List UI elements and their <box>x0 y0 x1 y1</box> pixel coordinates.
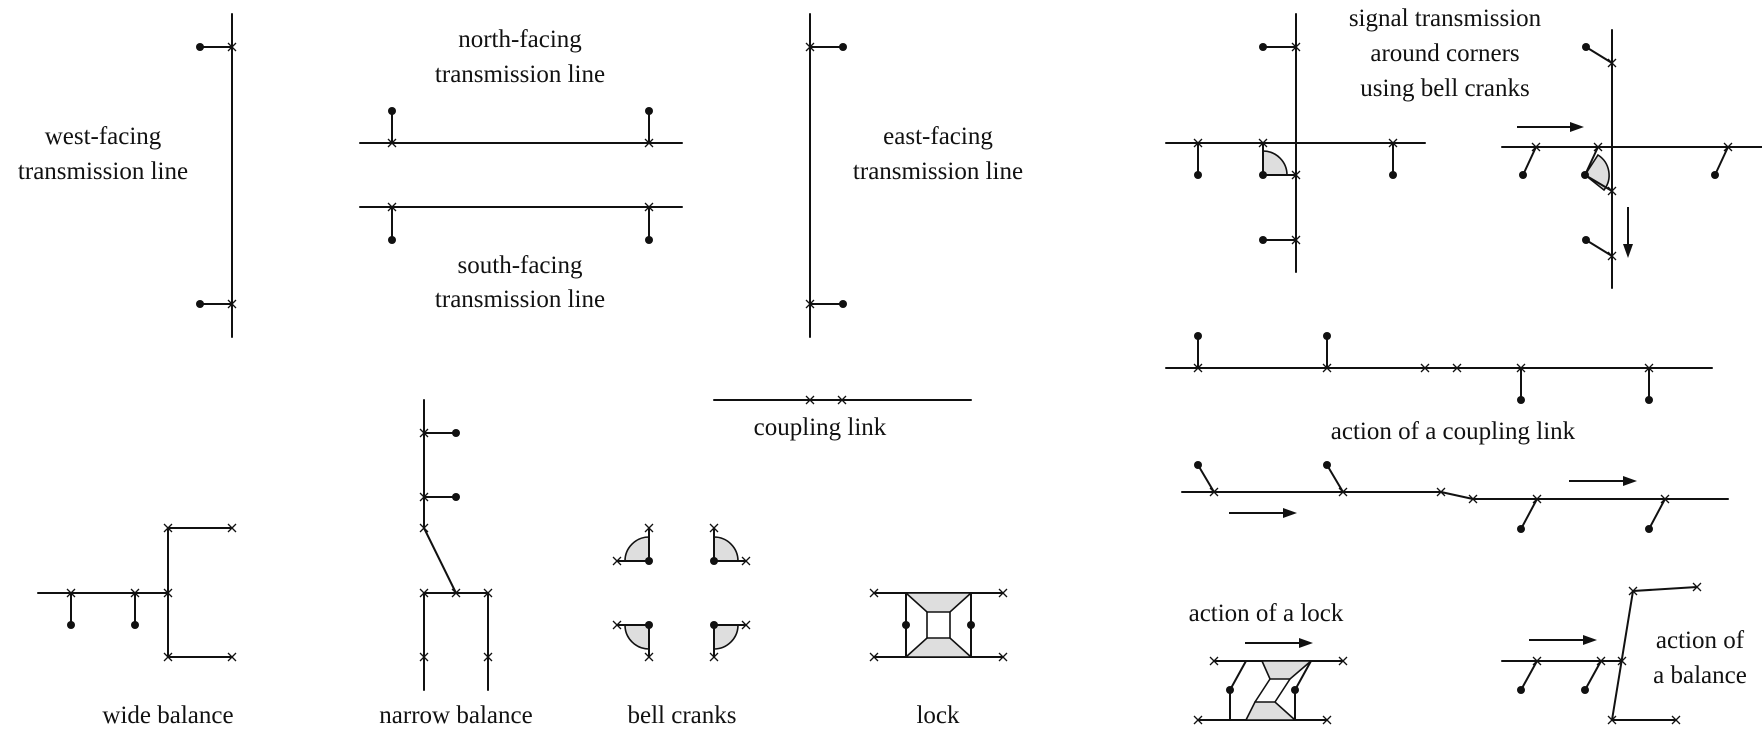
south-facing-transmission-line <box>359 202 683 244</box>
coupling-action-moved <box>1181 461 1729 533</box>
north-facing-label-line2: transmission line <box>435 61 605 88</box>
action-balance-label-line2: a balance <box>1653 662 1747 689</box>
narrow-balance-label: narrow balance <box>379 702 532 729</box>
corner-static <box>1165 13 1426 273</box>
action-balance-label-line1: action of <box>1656 627 1745 654</box>
lock <box>869 588 1008 662</box>
coupling-link-label: coupling link <box>754 414 887 441</box>
east-facing-label: east-facing transmission line <box>853 123 1023 185</box>
coupling-action-static <box>1165 332 1713 404</box>
corners-label: signal transmission around corners using… <box>1349 5 1542 102</box>
south-facing-label-line1: south-facing <box>458 252 583 279</box>
corner-moved <box>1501 29 1762 289</box>
lock-label: lock <box>916 702 960 729</box>
south-facing-label: south-facing transmission line <box>435 252 605 313</box>
wide-balance-label: wide balance <box>102 702 233 729</box>
action-coupling-label: action of a coupling link <box>1331 418 1576 445</box>
north-facing-label-line1: north-facing <box>458 26 582 53</box>
east-facing-transmission-line <box>805 13 847 338</box>
corners-label-line3: using bell cranks <box>1360 75 1529 102</box>
east-facing-label-line1: east-facing <box>883 123 993 150</box>
west-facing-transmission-line <box>196 13 237 338</box>
corners-label-line2: around corners <box>1370 40 1519 67</box>
west-facing-label-line2: transmission line <box>18 158 188 185</box>
wide-balance <box>37 523 237 662</box>
narrow-balance <box>419 399 493 691</box>
balance-action <box>1501 582 1702 725</box>
action-balance-label: action of a balance <box>1653 627 1747 689</box>
coupling-link <box>713 395 972 405</box>
action-lock-label: action of a lock <box>1189 600 1344 627</box>
north-facing-transmission-line <box>359 107 683 148</box>
bell-cranks <box>612 523 751 662</box>
lock-action <box>1193 638 1348 725</box>
west-facing-label: west-facing transmission line <box>18 123 188 185</box>
bell-cranks-label: bell cranks <box>628 702 737 729</box>
east-facing-label-line2: transmission line <box>853 158 1023 185</box>
corners-label-line1: signal transmission <box>1349 5 1542 32</box>
west-facing-label-line1: west-facing <box>45 123 162 150</box>
north-facing-label: north-facing transmission line <box>435 26 605 88</box>
south-facing-label-line2: transmission line <box>435 286 605 313</box>
